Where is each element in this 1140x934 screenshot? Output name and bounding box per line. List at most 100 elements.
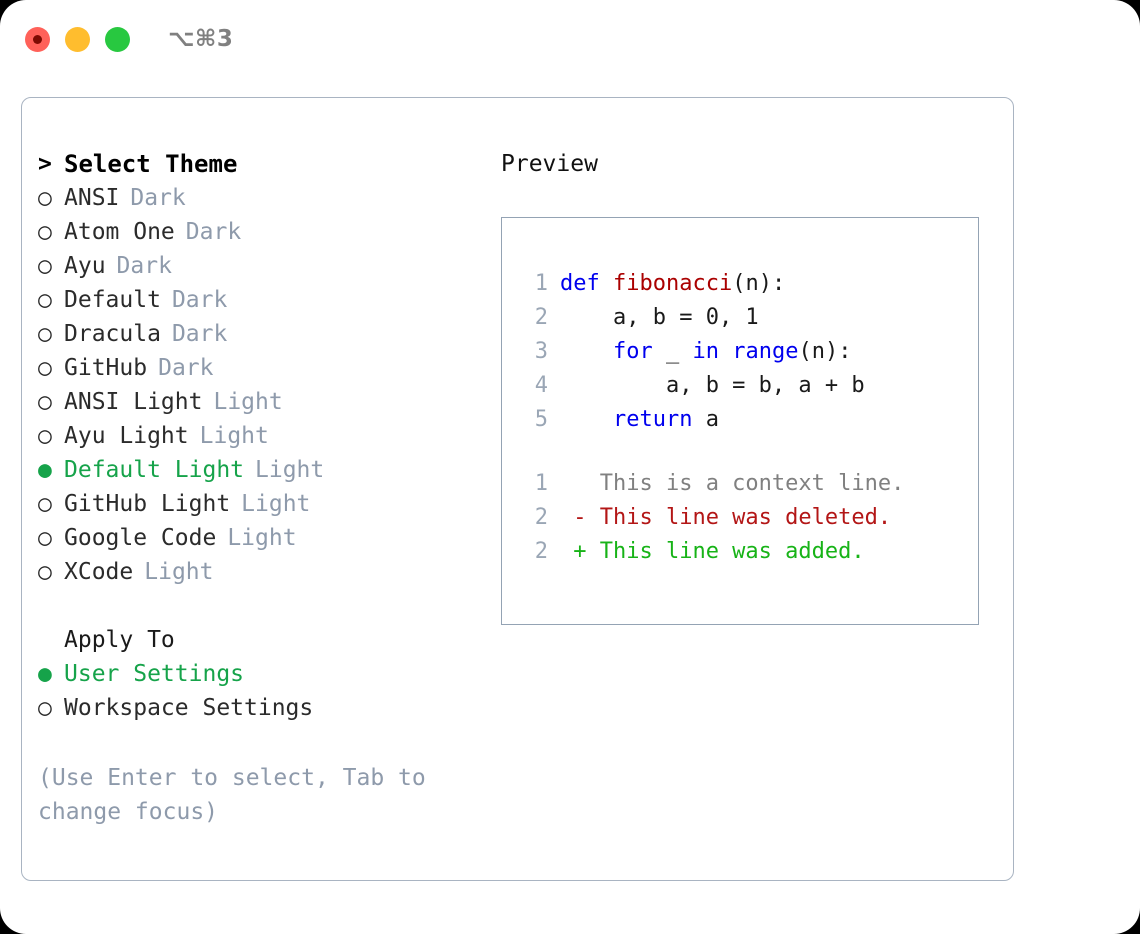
title-bar: ⌥⌘3 — [0, 0, 1140, 78]
code-diff-spacer — [518, 436, 978, 466]
apply-to-item[interactable]: ● User Settings — [38, 657, 498, 691]
theme-item-variant-tag: Dark — [171, 321, 228, 347]
theme-item-variant-tag: Light — [213, 389, 283, 415]
theme-item-label: Ayu Light — [64, 423, 189, 449]
theme-item-label: Google Code — [64, 525, 217, 551]
code-token: - This line was deleted. — [560, 504, 892, 530]
diff-line: 1 This is a context line. — [518, 466, 978, 500]
theme-item-variant-tag: Dark — [130, 185, 186, 211]
code-line: 4 a, b = b, a + b — [518, 368, 978, 402]
code-token: + This line was added. — [560, 538, 865, 564]
apply-to-item[interactable]: ○ Workspace Settings — [38, 691, 498, 725]
line-number: 3 — [534, 338, 548, 364]
radio-selected-icon: ● — [38, 660, 52, 687]
apply-to-list: ● User Settings ○ Workspace Settings — [38, 657, 498, 725]
apply-to-spacer-icon: ○ — [38, 629, 64, 652]
theme-list-item[interactable]: ○ Ayu Dark — [38, 249, 498, 283]
diff-line: 2 + This line was added. — [518, 534, 978, 568]
code-token — [719, 339, 732, 364]
theme-list-item[interactable]: ○ Dracula Dark — [38, 317, 498, 351]
theme-item-label: Ayu — [64, 253, 106, 279]
radio-unselected-icon: ○ — [38, 422, 52, 449]
preview-title: Preview — [501, 151, 598, 177]
theme-list-item[interactable]: ○ Google Code Light — [38, 521, 498, 555]
code-token: a, b = 0, 1 — [560, 304, 759, 330]
radio-unselected-icon: ○ — [38, 320, 52, 347]
theme-item-label: ANSI Light — [64, 389, 203, 415]
radio-unselected-icon: ○ — [38, 558, 52, 585]
code-token — [560, 339, 613, 364]
apply-to-item-label: Workspace Settings — [64, 695, 314, 721]
theme-item-label: Default — [64, 287, 161, 313]
theme-list-item[interactable]: ○ GitHub Light Light — [38, 487, 498, 521]
code-token: a, b = b, a + b — [560, 372, 865, 398]
prompt-caret-icon: > — [38, 150, 52, 177]
theme-item-variant-tag: Light — [241, 491, 311, 517]
maximize-button[interactable] — [105, 26, 130, 52]
line-number: 2 — [534, 538, 548, 564]
code-token: _ — [652, 338, 693, 364]
line-number: 1 — [534, 470, 548, 496]
keyboard-shortcut-label: ⌥⌘3 — [168, 26, 234, 52]
code-token — [560, 407, 613, 432]
theme-item-variant-tag: Dark — [158, 355, 214, 381]
radio-unselected-icon: ○ — [38, 218, 52, 245]
theme-item-label: Default Light — [64, 457, 245, 483]
radio-unselected-icon: ○ — [38, 184, 52, 211]
radio-unselected-icon: ○ — [38, 694, 52, 721]
theme-item-label: ANSI — [64, 185, 120, 211]
apply-to-header: ○ Apply To — [38, 623, 498, 657]
radio-unselected-icon: ○ — [38, 524, 52, 551]
theme-item-label: XCode — [64, 559, 134, 585]
theme-list-item[interactable]: ○ XCode Light — [38, 555, 498, 589]
select-theme-header: > Select Theme — [38, 147, 498, 181]
code-token: for — [612, 338, 653, 364]
line-number: 2 — [534, 304, 548, 330]
radio-unselected-icon: ○ — [38, 388, 52, 415]
theme-item-label: GitHub Light — [64, 491, 231, 517]
theme-list-item[interactable]: ○ ANSI Dark — [38, 181, 498, 215]
radio-unselected-icon: ○ — [38, 252, 52, 279]
code-token: def — [560, 270, 613, 296]
code-token: in — [692, 338, 719, 364]
code-line: 2 a, b = 0, 1 — [518, 300, 978, 334]
theme-list-item[interactable]: ○ ANSI Light Light — [38, 385, 498, 419]
theme-item-label: Dracula — [64, 321, 161, 347]
code-token: a — [692, 406, 719, 432]
minimize-button[interactable] — [65, 26, 90, 52]
close-button[interactable] — [25, 26, 50, 52]
apply-to-title: Apply To — [64, 627, 175, 653]
code-line: 1 def fibonacci(n): — [518, 266, 978, 300]
radio-unselected-icon: ○ — [38, 490, 52, 517]
code-token: range — [732, 338, 799, 364]
line-number: 1 — [534, 270, 548, 296]
select-theme-title: Select Theme — [64, 150, 238, 178]
code-token: (n): — [798, 338, 852, 364]
code-token: return — [612, 406, 693, 432]
theme-item-variant-tag: Dark — [116, 253, 172, 279]
keyboard-hint-text: (Use Enter to select, Tab to change focu… — [38, 765, 440, 826]
theme-item-variant-tag: Light — [144, 559, 214, 585]
theme-list-item[interactable]: ○ Ayu Light Light — [38, 419, 498, 453]
code-line: 5 return a — [518, 402, 978, 436]
radio-unselected-icon: ○ — [38, 354, 52, 381]
radio-selected-icon: ● — [38, 456, 52, 483]
apply-to-item-label: User Settings — [64, 661, 245, 687]
code-token: fibonacci — [612, 270, 733, 296]
code-token: (n): — [732, 270, 786, 296]
theme-item-variant-tag: Light — [199, 423, 269, 449]
diff-sample: 1 This is a context line. 2 - This line w… — [518, 466, 978, 568]
theme-item-variant-tag: Light — [227, 525, 297, 551]
